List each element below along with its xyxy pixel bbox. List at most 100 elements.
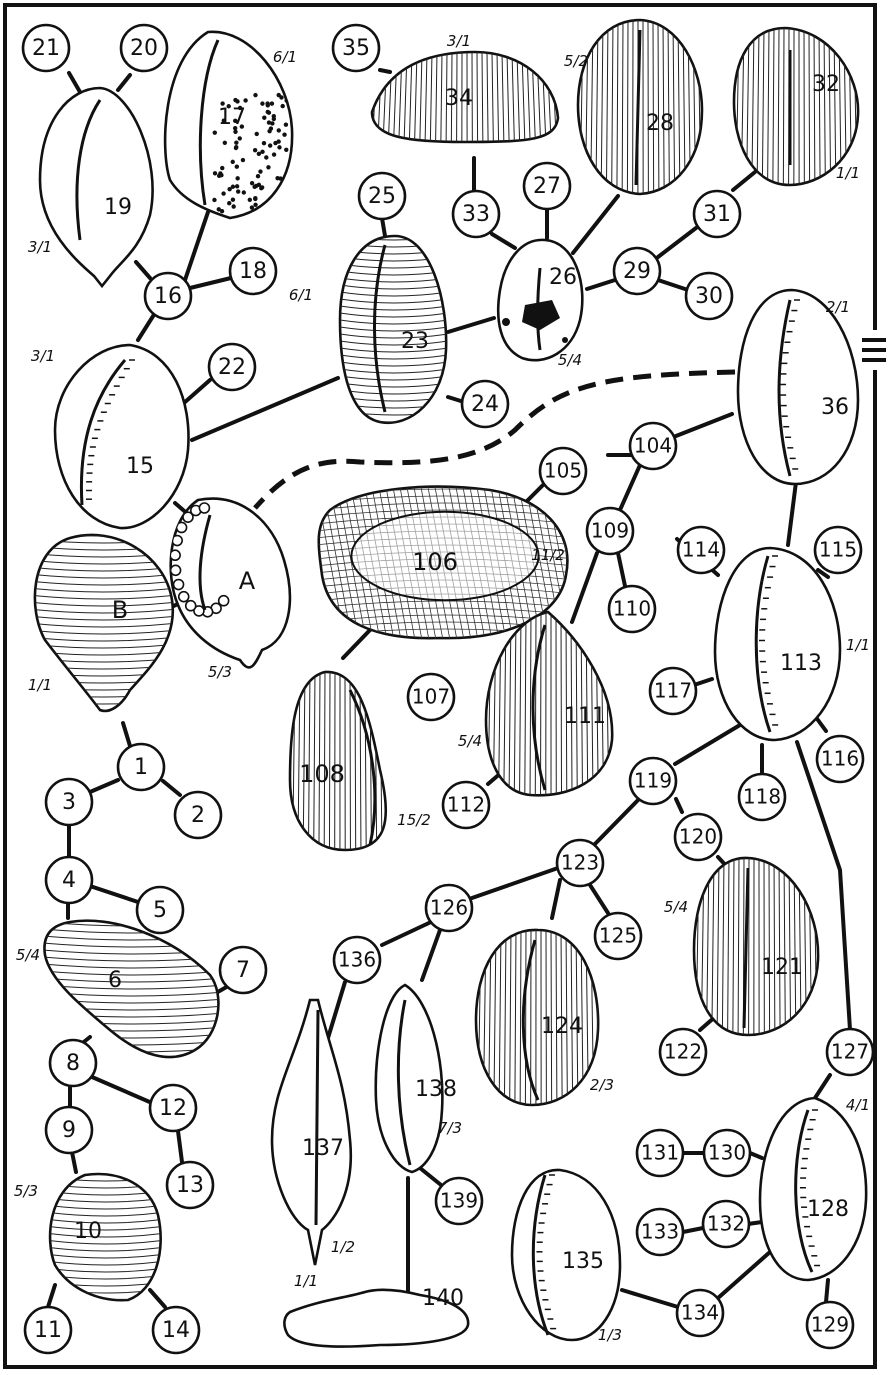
node-label: 117 (654, 679, 692, 703)
tree-edge (750, 1153, 762, 1158)
node-label: 11 (34, 1318, 62, 1343)
tree-edge (178, 1131, 182, 1162)
shell-label: 138 (415, 1077, 457, 1102)
node-label: 116 (821, 747, 859, 771)
tree-edge (590, 885, 608, 913)
tree-edge (472, 868, 558, 898)
tree-edge (422, 930, 440, 980)
node-label: 131 (641, 1141, 679, 1165)
scale-label: 1/1 (846, 636, 870, 654)
shell-label: 106 (412, 548, 458, 576)
scale-label: 5/4 (16, 946, 40, 964)
node-label: 20 (130, 36, 158, 61)
tree-edge (718, 1252, 770, 1298)
node-4: 4 (46, 857, 92, 903)
shell-23: 23 (340, 236, 448, 429)
node-126: 126 (426, 885, 472, 931)
node-label: 4 (62, 868, 76, 893)
scale-label: 1/2 (331, 1238, 355, 1256)
shell-outline (40, 88, 153, 286)
node-116: 116 (817, 736, 863, 782)
tree-edge (150, 1290, 165, 1307)
shell-label: 111 (564, 704, 606, 729)
tree-edge (190, 278, 231, 288)
node-9: 9 (46, 1107, 92, 1153)
shell-label: 23 (401, 329, 429, 354)
node-119: 119 (630, 758, 676, 804)
shell-140: 140 (284, 1286, 468, 1347)
tree-edge (618, 553, 625, 586)
shell-label: 137 (302, 1136, 344, 1161)
shell-124: 124 (473, 928, 599, 1105)
shell-outline (738, 290, 858, 484)
shell-15: 15 (55, 345, 189, 528)
scale-label: 5/3 (208, 663, 232, 681)
scale-label: 3/1 (447, 32, 471, 50)
shell-outline (171, 499, 290, 668)
node-2: 2 (175, 792, 221, 838)
node-label: 115 (819, 538, 857, 562)
node-31: 31 (694, 191, 740, 237)
node-label: 126 (430, 896, 468, 920)
node-label: 105 (544, 459, 582, 483)
scale-label: 1/1 (294, 1272, 318, 1290)
node-114: 114 (678, 527, 724, 573)
node-label: 120 (679, 825, 717, 849)
node-label: 133 (641, 1220, 679, 1244)
node-5: 5 (137, 887, 183, 933)
node-label: 35 (342, 36, 370, 61)
tree-edge (826, 1280, 828, 1302)
scale-label: 3/1 (28, 238, 52, 256)
node-label: 104 (634, 434, 672, 458)
tree-edge (328, 982, 345, 1038)
tree-edge (48, 1285, 55, 1307)
node-21: 21 (23, 25, 69, 71)
shell-label: 128 (807, 1197, 849, 1222)
shell-138: 138 (376, 985, 457, 1172)
tree-edge (658, 280, 688, 290)
tree-edge (658, 228, 696, 257)
shell-label: 10 (74, 1219, 102, 1244)
node-label: 125 (599, 924, 637, 948)
scale-label: 6/1 (289, 286, 313, 304)
node-label: 9 (62, 1118, 76, 1143)
tree-edge (380, 70, 390, 72)
node-7: 7 (220, 947, 266, 993)
node-label: 114 (682, 538, 720, 562)
shell-36: 36 (738, 290, 858, 484)
shell-label: A (239, 567, 256, 595)
tree-edge (92, 1077, 152, 1103)
shell-113: 113 (715, 548, 840, 740)
shell-label: 34 (445, 86, 473, 111)
node-label: 107 (412, 685, 450, 709)
scale-label: 7/3 (438, 1119, 462, 1137)
tree-edge (343, 630, 370, 658)
tree-edge (620, 465, 640, 510)
shell-128: 128 (760, 1098, 866, 1280)
node-8: 8 (50, 1040, 96, 1086)
node-label: 134 (681, 1301, 719, 1325)
tree-edge (382, 218, 385, 236)
node-label: 110 (613, 597, 651, 621)
node-label: 2 (191, 803, 205, 828)
shell-label: 36 (821, 395, 849, 420)
node-134: 134 (677, 1290, 723, 1336)
tree-edge (72, 1152, 76, 1172)
node-label: 29 (623, 259, 651, 284)
shell-108: 108 (287, 670, 392, 850)
shell-label: 19 (104, 195, 132, 220)
node-105: 105 (540, 448, 586, 494)
shell-28: 28 (575, 20, 702, 194)
tree-edge (192, 378, 338, 440)
node-118: 118 (739, 774, 785, 820)
scale-label: 1/1 (28, 676, 52, 694)
shell-outline (272, 1000, 351, 1265)
node-127: 127 (827, 1029, 873, 1075)
shell-a: A (170, 499, 290, 668)
scale-label: 6/1 (273, 48, 297, 66)
shell-label: 135 (562, 1249, 604, 1274)
scale-label: 5/4 (458, 732, 482, 750)
shell-label: 15 (126, 454, 154, 479)
node-120: 120 (675, 814, 721, 860)
